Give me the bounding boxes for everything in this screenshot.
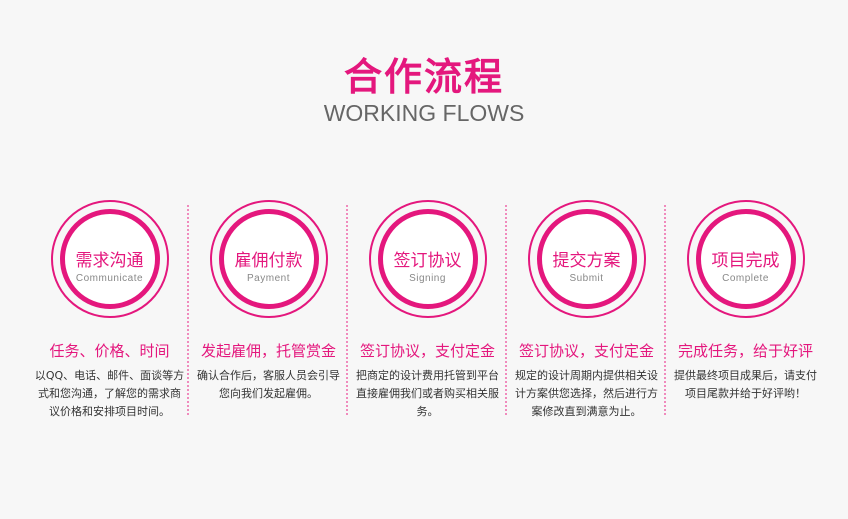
step-circle: 项目完成 Complete: [686, 200, 805, 318]
step-subtitle: Submit: [569, 273, 604, 284]
step-circle: 雇佣付款 Payment: [209, 200, 328, 318]
step-communicate: 需求沟通 Communicate 任务、价格、时间 以QQ、电话、邮件、面谈等方式…: [30, 200, 189, 421]
step-circle: 需求沟通 Communicate: [50, 200, 169, 318]
step-signing: 签订协议 Signing 签订协议，支付定金 把商定的设计费用托管到平台直接雇佣我…: [348, 200, 507, 421]
step-circle: 签订协议 Signing: [368, 200, 487, 318]
step-description: 把商定的设计费用托管到平台直接雇佣我们或者购买相关服务。: [356, 369, 499, 418]
divider: [187, 205, 189, 415]
step-heading: 任务、价格、时间: [49, 342, 170, 360]
step-description: 规定的设计周期内提供相关设计方案供您选择，然后进行方案修改直到满意为止。: [515, 369, 658, 418]
step-submit: 提交方案 Submit 签订协议，支付定金 规定的设计周期内提供相关设计方案供您选…: [507, 200, 666, 421]
step-title: 签订协议: [393, 251, 462, 271]
page-subtitle: WORKING FLOWS: [323, 100, 525, 126]
divider: [346, 205, 348, 415]
step-subtitle: Complete: [722, 273, 769, 284]
step-heading: 发起雇佣，托管赏金: [200, 342, 336, 360]
step-subtitle: Signing: [409, 273, 446, 284]
step-circle: 提交方案 Submit: [527, 200, 646, 318]
step-heading: 签订协议，支付定金: [518, 342, 654, 360]
step-subtitle: Communicate: [75, 273, 144, 284]
step-title: 项目完成: [711, 251, 780, 271]
step-description: 确认合作后，客服人员会引导您向我们发起雇佣。: [197, 369, 340, 400]
step-subtitle: Payment: [247, 273, 290, 284]
step-title: 提交方案: [552, 251, 621, 271]
step-title: 雇佣付款: [234, 251, 303, 271]
step-heading: 签订协议，支付定金: [359, 342, 495, 360]
divider: [664, 205, 666, 415]
step-description: 以QQ、电话、邮件、面谈等方式和您沟通，了解您的需求商议价格和安排项目时间。: [34, 369, 185, 418]
step-payment: 雇佣付款 Payment 发起雇佣，托管赏金 确认合作后，客服人员会引导您向我们发…: [189, 200, 348, 403]
step-description: 提供最终项目成果后，请支付项目尾款并给于好评哟！: [674, 369, 817, 400]
page-title: 合作流程: [343, 55, 504, 99]
step-title: 需求沟通: [75, 251, 144, 271]
divider: [505, 205, 507, 415]
step-complete: 项目完成 Complete 完成任务，给于好评 提供最终项目成果后，请支付项目尾款…: [666, 200, 825, 403]
step-heading: 完成任务，给于好评: [677, 342, 813, 360]
